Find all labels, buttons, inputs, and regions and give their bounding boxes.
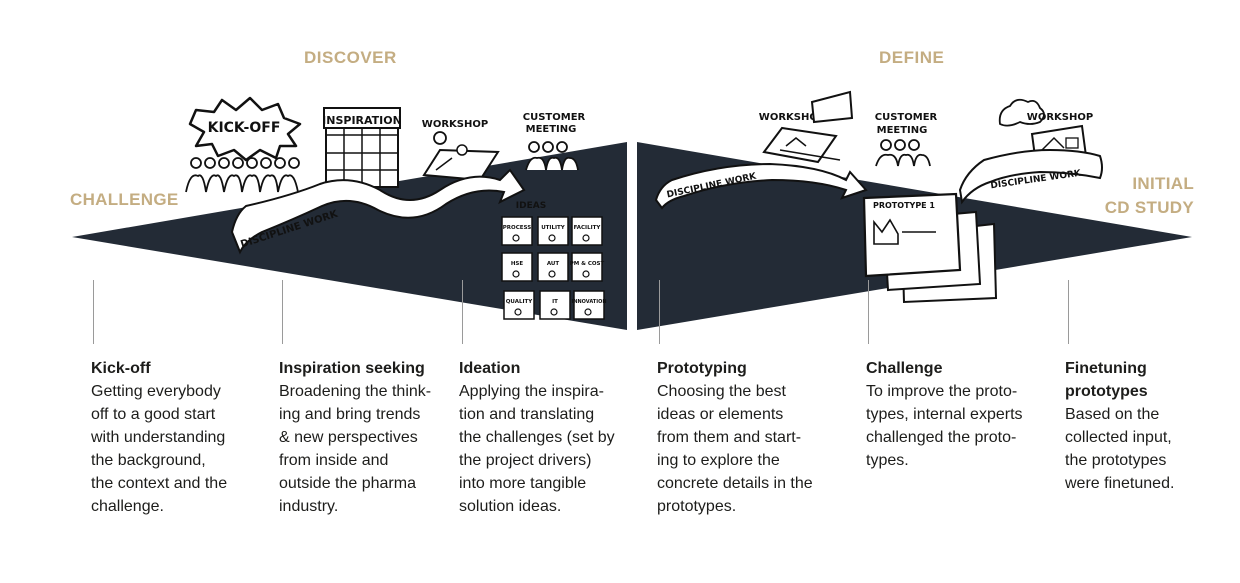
kickoff-label: KICK-OFF bbox=[208, 120, 281, 136]
phase-title-define: DEFINE bbox=[879, 48, 945, 67]
step-description: Getting everybody off to a good start wi… bbox=[91, 383, 228, 515]
idea-note-4: AUT bbox=[547, 261, 560, 267]
end-label-line1: INITIAL bbox=[1132, 174, 1194, 193]
step-title: Prototyping bbox=[657, 360, 747, 377]
ideas-label: IDEAS bbox=[516, 201, 546, 211]
step-title: Ideation bbox=[459, 360, 521, 377]
step-description: Broadening the think- ing and bring tren… bbox=[279, 383, 432, 515]
idea-note-0: PROCESS bbox=[503, 225, 531, 231]
inspiration-board-icon: INSPIRATION bbox=[322, 107, 402, 188]
phase-title-discover: DISCOVER bbox=[304, 48, 397, 67]
step-kickoff: Kick-off Getting everybody off to a good… bbox=[91, 357, 269, 518]
discipline-work-arrow-right-2: DISCIPLINE WORK bbox=[958, 148, 1103, 205]
end-label-line2: CD STUDY bbox=[1104, 198, 1194, 217]
workshop-icon-2: WORKSHOP bbox=[759, 90, 854, 164]
connector-line-ideation bbox=[462, 280, 463, 344]
connector-line-prototyping bbox=[659, 280, 660, 344]
step-description: Based on the collected input, the protot… bbox=[1065, 406, 1175, 492]
idea-note-3: HSE bbox=[511, 261, 524, 267]
step-ideation: Ideation Applying the inspira- tion and … bbox=[459, 357, 639, 518]
customer-meeting-label-1a: CUSTOMER bbox=[523, 112, 586, 123]
connector-line-challenge bbox=[868, 280, 869, 344]
customer-meeting-label-2b: MEETING bbox=[877, 125, 928, 136]
idea-note-1: UTILITY bbox=[541, 225, 566, 231]
step-title: Kick-off bbox=[91, 360, 151, 377]
step-prototyping: Prototyping Choosing the best ideas or e… bbox=[657, 357, 847, 518]
step-title: Challenge bbox=[866, 360, 943, 377]
prototype-sheets-icon: PROTOTYPE 1 bbox=[862, 192, 998, 304]
step-finetuning-prototypes: Finetuning prototypes Based on the colle… bbox=[1065, 357, 1225, 495]
step-title: Finetuning prototypes bbox=[1065, 360, 1148, 400]
end-label-initial-cd-study: INITIAL CD STUDY bbox=[1098, 172, 1194, 220]
step-description: Applying the inspira- tion and translati… bbox=[459, 383, 615, 515]
inspiration-label: INSPIRATION bbox=[322, 114, 402, 127]
workshop-label-1: WORKSHOP bbox=[422, 119, 488, 130]
idea-note-8: INNOVATION bbox=[571, 299, 606, 305]
idea-note-5: PM & COST bbox=[570, 261, 605, 267]
idea-note-7: IT bbox=[552, 299, 558, 305]
ideas-notes-icon: IDEAS PROCESS UTILITY FACILITY HSE AUT P… bbox=[501, 201, 607, 320]
customer-meeting-icon-2: CUSTOMER MEETING bbox=[875, 112, 938, 167]
step-title: Inspiration seeking bbox=[279, 360, 425, 377]
start-label-challenge: CHALLENGE bbox=[70, 190, 179, 209]
step-inspiration-seeking: Inspiration seeking Broadening the think… bbox=[279, 357, 455, 518]
idea-note-2: FACILITY bbox=[574, 225, 602, 231]
workshop-label-2: WORKSHOP bbox=[759, 112, 825, 123]
customer-meeting-label-1b: MEETING bbox=[526, 124, 577, 135]
connector-line-inspiration bbox=[282, 280, 283, 344]
prototype-label: PROTOTYPE 1 bbox=[873, 201, 935, 210]
customer-meeting-label-2a: CUSTOMER bbox=[875, 112, 938, 123]
step-description: To improve the proto- types, internal ex… bbox=[866, 383, 1023, 469]
idea-note-6: QUALITY bbox=[506, 299, 534, 305]
step-challenge: Challenge To improve the proto- types, i… bbox=[866, 357, 1046, 472]
customer-meeting-icon-1: CUSTOMER MEETING bbox=[523, 112, 586, 171]
people-group-icon bbox=[185, 157, 300, 193]
connector-line-kickoff bbox=[93, 280, 94, 344]
workshop-label-3: WORKSHOP bbox=[1027, 112, 1093, 123]
workshop-icon-1: WORKSHOP bbox=[422, 119, 500, 182]
step-description: Choosing the best ideas or elements from… bbox=[657, 383, 813, 515]
connector-line-finetuning bbox=[1068, 280, 1069, 344]
kickoff-burst-icon: KICK-OFF bbox=[188, 96, 302, 162]
